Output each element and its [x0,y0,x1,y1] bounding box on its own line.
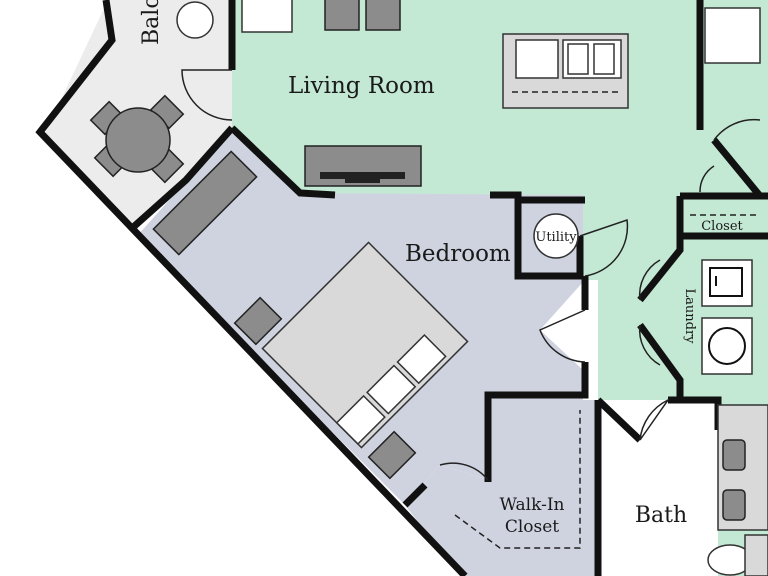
laundry-door-swing-bottom [638,324,661,366]
utility-water-heater [533,213,579,259]
walk-in-closet-door-swing [439,462,489,481]
dryer [701,259,753,307]
bath-wall [595,397,643,443]
armchair [241,0,293,33]
walk-in-closet-left-wall [402,482,428,508]
bedroom-top-wall [490,191,584,280]
bedroom-door-swing [539,309,586,363]
refrigerator [704,7,761,64]
sink-1 [722,439,746,471]
walk-in-closet-shelf-line [454,410,581,549]
walk-in-closet-label-line2: Closet [505,517,559,537]
kitchen-door-swing [713,118,761,141]
bed [261,241,469,449]
balcony-chair [176,1,214,39]
living-bedroom-wall [229,125,336,199]
dining-chair-1 [324,0,360,31]
laundry-label: Laundry [682,288,697,344]
bath-door-swing [639,398,671,441]
exterior-wall-diagonal [35,0,468,576]
balcony-door-swing [181,69,233,121]
closet-label: Closet [701,219,743,234]
walk-in-closet-area [405,400,598,576]
shower [744,534,768,576]
dining-chair-2 [365,0,401,31]
bath-right-wall [668,396,722,430]
bedroom-lower-right-wall [484,362,589,482]
nightstand-1 [233,296,283,346]
nightstand-2 [367,430,417,480]
living-room-area [232,0,768,576]
balcony-bedroom-wall [127,125,235,233]
bedroom-label: Bedroom [405,241,511,267]
utility-label: Utility [535,230,577,245]
dresser [152,150,258,256]
kitchen-island [502,33,629,109]
kitchen-wall [711,137,768,200]
sink-2 [722,489,746,521]
washer [701,317,753,375]
laundry-left-wall [637,322,684,400]
closet-door-swing [699,165,715,193]
balcony-label: Balc [139,0,164,45]
tv-console [304,145,422,187]
bath-label: Bath [635,503,687,528]
balcony-dining-set [89,94,185,184]
laundry-wall [637,232,768,303]
living-room-label: Living Room [288,73,435,99]
walk-in-closet-label-line1: Walk-In [500,495,565,515]
laundry-door-swing-top [638,259,661,301]
utility-door-swing [579,218,629,277]
